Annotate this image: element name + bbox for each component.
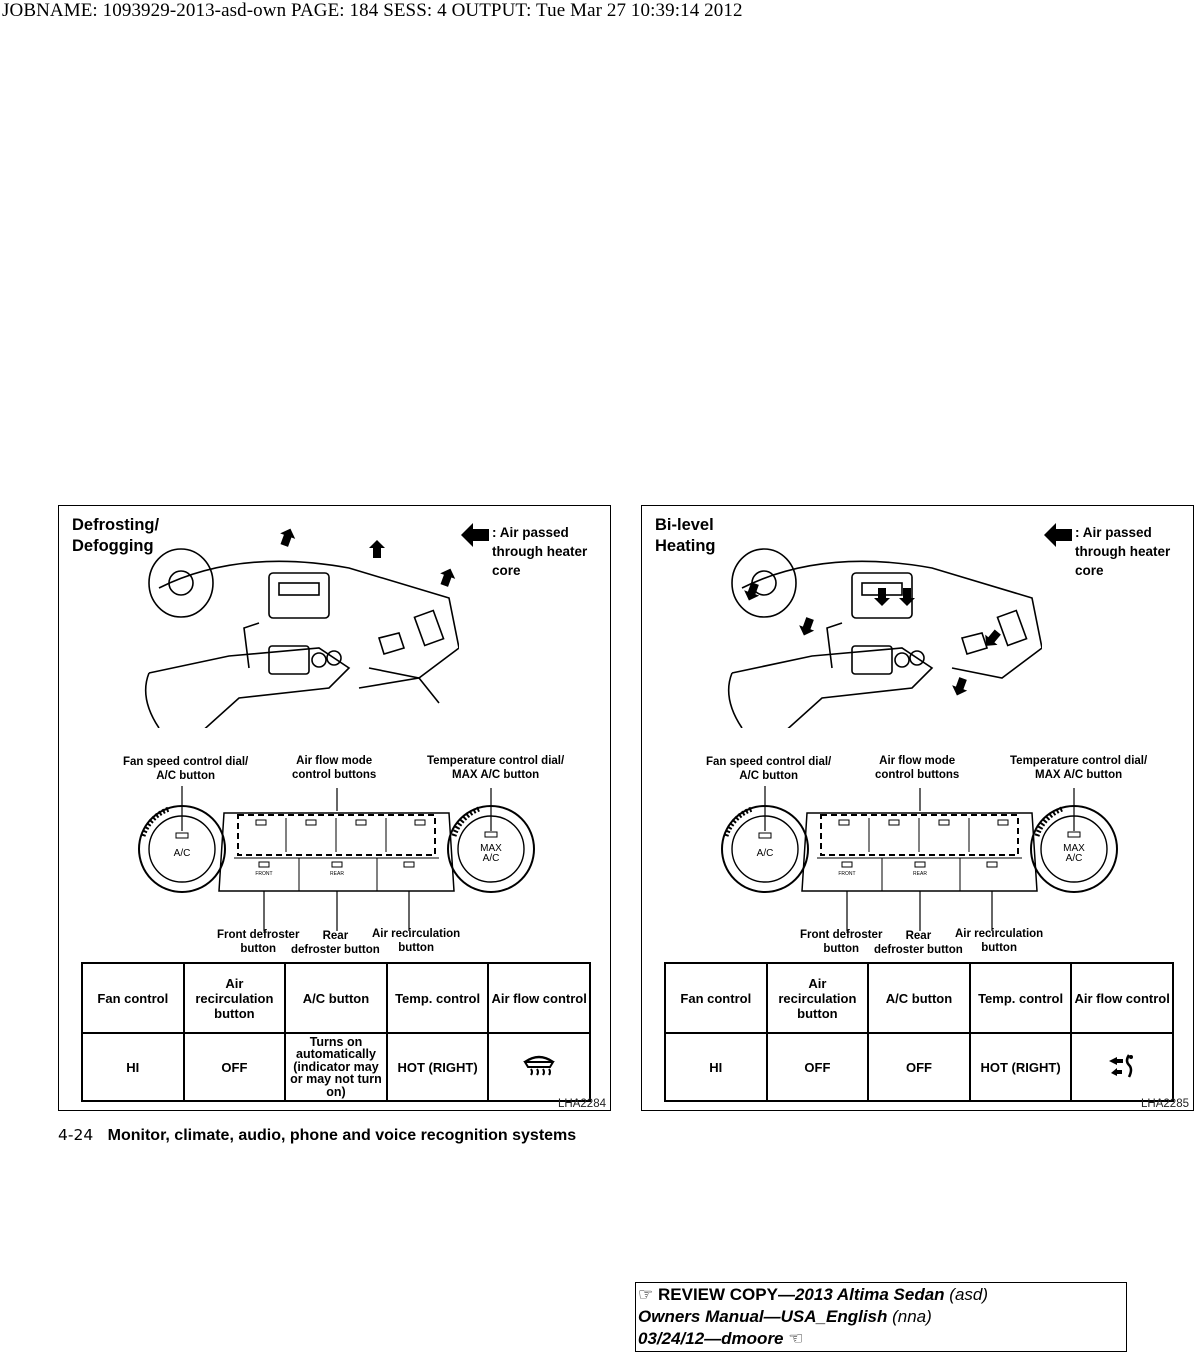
table-header: Fan control <box>664 962 768 1034</box>
pointing-hand-left-icon: ☜ <box>788 1329 804 1348</box>
front-text: FRONT <box>255 871 272 877</box>
job-header: JOBNAME: 1093929-2013-asd-own PAGE: 184 … <box>2 0 743 21</box>
max-ac-text-2: A/C <box>1066 853 1083 864</box>
table-cell-icon <box>487 1032 591 1102</box>
legend-text: : Air passed through heater core <box>492 525 588 578</box>
legend-text: : Air passed through heater core <box>1075 525 1171 578</box>
review-copy-box: ☞ REVIEW COPY—2013 Altima Sedan (asd) Ow… <box>635 1282 1127 1352</box>
table-cell: HOT (RIGHT) <box>385 1032 490 1102</box>
table-cell: Turns on automatically (indicator may or… <box>284 1032 388 1102</box>
figure-title-line1: Bi-level <box>655 516 714 534</box>
fan-dial-label: Fan speed control dial/A/C button <box>123 756 249 782</box>
heater-arrow-icon <box>1044 523 1072 547</box>
max-ac-text-1: MAX <box>480 843 502 854</box>
control-panel-diagram: A/C MAX A/C FRONT REAR <box>721 786 1118 931</box>
table-cell: OFF <box>765 1032 870 1102</box>
temp-dial-label: Temperature control dial/MAX A/C button <box>1010 755 1148 781</box>
settings-table: Fan control Air recirculation button A/C… <box>81 962 591 1102</box>
control-panel-diagram: A/C MAX A/C FRONT REAR <box>138 786 535 931</box>
dashboard-illustration <box>727 548 1042 728</box>
settings-table: Fan control Air recirculation button A/C… <box>664 962 1174 1102</box>
table-header: Air flow control <box>1070 962 1174 1034</box>
front-text: FRONT <box>838 871 855 877</box>
temp-dial-label: Temperature control dial/MAX A/C button <box>427 755 565 781</box>
figure-title: Bi-level Heating <box>655 515 716 557</box>
figure-title-line2: Defogging <box>72 537 154 555</box>
dashboard-illustration <box>144 528 459 728</box>
rear-text: REAR <box>913 871 927 877</box>
ac-dial-text: A/C <box>757 848 774 859</box>
table-header: A/C button <box>284 962 388 1034</box>
table-header: Temp. control <box>968 962 1073 1034</box>
ac-dial-text: A/C <box>174 848 191 859</box>
table-header: Air flow control <box>487 962 591 1034</box>
heater-arrow-icon <box>461 523 489 547</box>
table-cell: HI <box>81 1032 185 1102</box>
section-title: Monitor, climate, audio, phone and voice… <box>107 1127 577 1144</box>
figure-defrosting: Defrosting/ Defogging : Air passed throu… <box>58 505 611 1111</box>
figure-id: LHA2285 <box>1141 1098 1189 1110</box>
figure-title: Defrosting/ Defogging <box>72 515 159 557</box>
table-cell: OFF <box>867 1032 971 1102</box>
bi-level-vent-icon <box>1109 1053 1134 1078</box>
page-footer: 4-24 Monitor, climate, audio, phone and … <box>58 1126 576 1145</box>
pointing-hand-icon: ☞ <box>638 1285 654 1304</box>
figure-bi-level: Bi-level Heating : Air passed through he… <box>641 505 1194 1111</box>
table-cell: HOT (RIGHT) <box>968 1032 1073 1102</box>
table-header: Temp. control <box>385 962 490 1034</box>
figure-title-line1: Defrosting/ <box>72 516 160 534</box>
table-header: Air recirculation button <box>765 962 870 1034</box>
max-ac-text-1: MAX <box>1063 843 1085 854</box>
defroster-icon <box>523 1055 555 1076</box>
table-cell: HI <box>664 1032 768 1102</box>
table-header: Fan control <box>81 962 185 1034</box>
table-header: A/C button <box>867 962 971 1034</box>
figure-title-line2: Heating <box>655 537 716 555</box>
table-cell: OFF <box>182 1032 287 1102</box>
table-cell-icon <box>1070 1032 1174 1102</box>
table-header: Air recirculation button <box>182 962 287 1034</box>
page-number: 4-24 <box>58 1126 94 1144</box>
fan-dial-label: Fan speed control dial/A/C button <box>706 756 832 782</box>
figure-id: LHA2284 <box>558 1098 606 1110</box>
max-ac-text-2: A/C <box>483 853 500 864</box>
rear-text: REAR <box>330 871 344 877</box>
